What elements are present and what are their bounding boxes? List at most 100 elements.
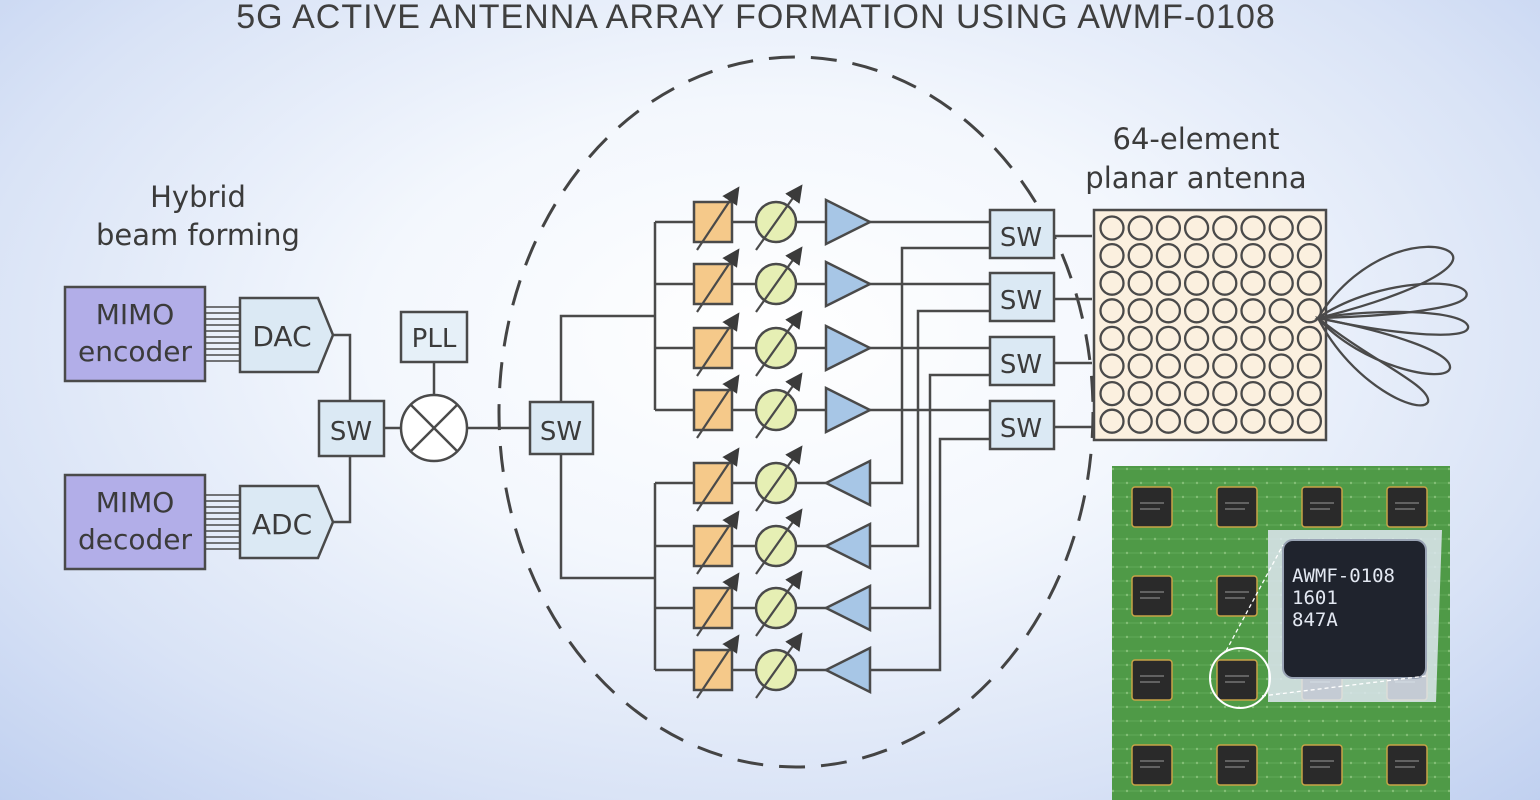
antenna-element <box>1212 270 1238 296</box>
antenna-element <box>1099 380 1125 407</box>
rx-amplifier <box>823 458 872 508</box>
rf-chain <box>655 437 990 699</box>
chip-marking-3: 847A <box>1292 609 1338 631</box>
antenna-element <box>1212 215 1238 241</box>
antenna-element <box>1296 215 1323 241</box>
antenna-element <box>1127 270 1153 296</box>
chip-highlight-circle <box>1209 647 1271 709</box>
rx-amplifier <box>823 645 872 695</box>
antenna-element <box>1183 215 1210 241</box>
antenna-element <box>1183 242 1210 269</box>
antenna-element <box>1240 242 1266 269</box>
antenna-element <box>1268 408 1294 434</box>
antenna-element <box>1268 353 1294 379</box>
rf-chain <box>655 310 990 377</box>
antenna-element <box>1212 353 1238 379</box>
pcb-chip <box>1301 744 1343 786</box>
antenna-element <box>1183 380 1210 407</box>
pcb-chip <box>1216 486 1258 528</box>
chip-closeup <box>1282 539 1427 679</box>
output-switch: SW <box>988 208 1092 260</box>
rf-chain <box>655 373 990 637</box>
antenna-element <box>1099 353 1125 379</box>
antenna-element <box>1268 325 1294 352</box>
antenna-element <box>1268 242 1294 269</box>
antenna-element <box>1155 298 1182 324</box>
beam-forming-label: beam forming <box>96 218 300 252</box>
dac-label: DAC <box>252 320 311 353</box>
pcb-chip <box>1131 486 1173 528</box>
antenna-element <box>1296 270 1323 296</box>
antenna-element <box>1240 380 1266 407</box>
antenna-element <box>1127 353 1153 379</box>
antenna-element <box>1127 242 1153 269</box>
pcb-chip <box>1216 744 1258 786</box>
rf-chain <box>655 246 990 512</box>
antenna-element <box>1240 353 1266 379</box>
antenna-element <box>1127 380 1153 407</box>
rf-chains <box>655 184 990 699</box>
mixer-symbol <box>399 393 469 463</box>
left-switch-label: SW <box>330 417 372 447</box>
rf-chain <box>655 372 990 439</box>
antenna-element <box>1155 325 1182 352</box>
antenna-element <box>1155 242 1182 269</box>
output-switch-label: SW <box>1000 350 1042 380</box>
adc-label: ADC <box>252 508 312 541</box>
pcb-chip <box>1386 744 1428 786</box>
beam-lobes <box>1314 245 1470 407</box>
encoder-bus <box>205 306 240 362</box>
antenna-element <box>1212 325 1238 352</box>
tx-amplifier <box>824 385 873 435</box>
decoder-bus <box>205 494 240 550</box>
antenna-element <box>1099 298 1125 324</box>
antenna-element <box>1240 408 1266 434</box>
antenna-element <box>1099 408 1125 434</box>
antenna-element <box>1099 215 1125 241</box>
pcb-chip <box>1131 744 1173 786</box>
mimo-decoder-block <box>63 473 207 571</box>
antenna-element <box>1155 270 1182 296</box>
antenna-element <box>1268 270 1294 296</box>
antenna-element <box>1127 325 1153 352</box>
antenna-element <box>1212 242 1238 269</box>
antenna-element <box>1155 215 1182 241</box>
chip-marking-1: AWMF-0108 <box>1292 565 1395 587</box>
chip-marking-2: 1601 <box>1292 587 1338 609</box>
mimo-decoder-label-2: decoder <box>78 523 193 556</box>
mimo-decoder-label-1: MIMO <box>96 486 175 519</box>
antenna-element <box>1296 408 1323 434</box>
antenna-element <box>1127 408 1153 434</box>
antenna-element <box>1240 215 1266 241</box>
antenna-element <box>1296 325 1323 352</box>
pcb-chip <box>1216 575 1258 617</box>
output-switch: SW <box>988 399 1092 451</box>
rf-chain <box>655 309 990 575</box>
elements-label: 64-element <box>1113 122 1280 156</box>
adc-block <box>238 484 335 560</box>
mimo-encoder-block <box>63 285 207 383</box>
antenna-element <box>1183 298 1210 324</box>
output-switch: SW <box>988 271 1092 323</box>
antenna-element-grid <box>1099 215 1323 434</box>
output-switches: SW SW SW SW <box>988 208 1092 451</box>
antenna-element <box>1240 298 1266 324</box>
antenna-element <box>1268 298 1294 324</box>
antenna-element <box>1296 242 1323 269</box>
mimo-encoder-label-2: encoder <box>78 335 192 368</box>
output-switch-label: SW <box>1000 286 1042 316</box>
antenna-element <box>1183 353 1210 379</box>
antenna-element <box>1155 380 1182 407</box>
antenna-element <box>1240 270 1266 296</box>
hybrid-label: Hybrid <box>150 180 246 214</box>
antenna-element <box>1268 215 1294 241</box>
antenna-element <box>1155 353 1182 379</box>
antenna-element <box>1099 270 1125 296</box>
output-switch-label: SW <box>1000 223 1042 253</box>
pcb-chip <box>1301 486 1343 528</box>
tx-amplifier <box>824 323 873 373</box>
output-switch-label: SW <box>1000 414 1042 444</box>
antenna-element <box>1127 215 1153 241</box>
pcb-photo: AWMF-0108 1601 847A <box>1112 466 1450 800</box>
antenna-element <box>1155 408 1182 434</box>
